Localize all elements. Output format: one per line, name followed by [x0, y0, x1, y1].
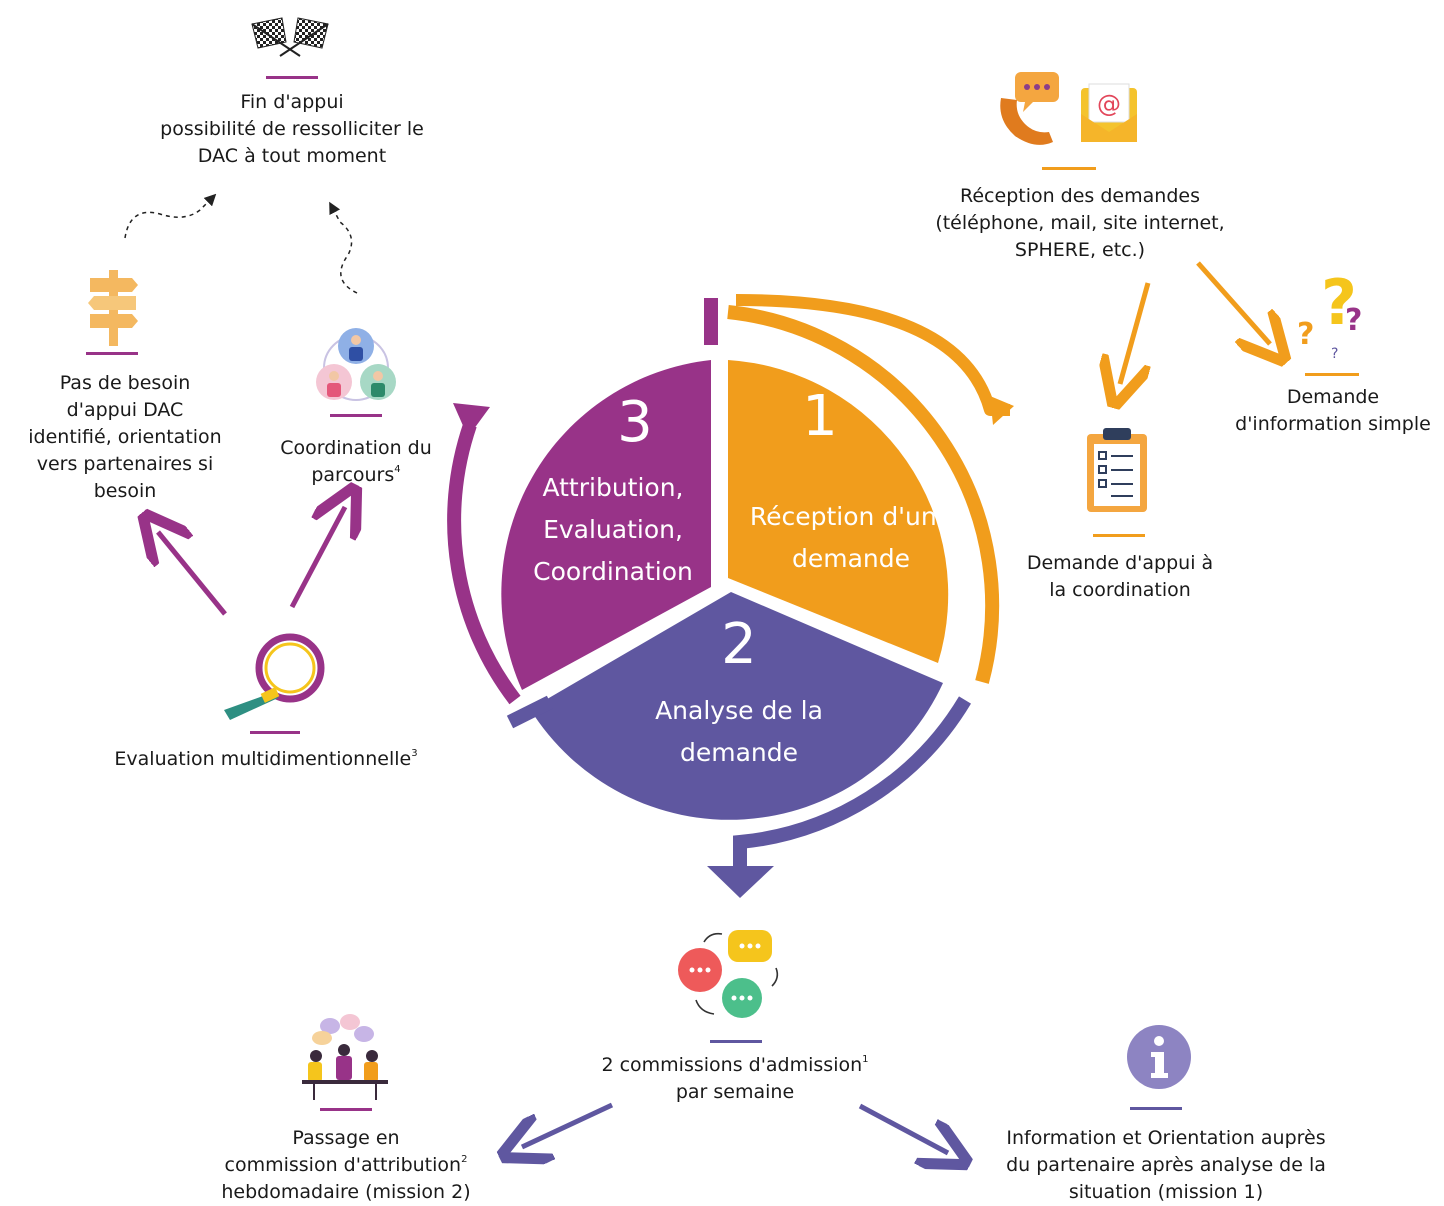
evaluation-underline	[250, 731, 300, 734]
svg-text:?: ?	[1331, 346, 1338, 362]
evaluation-label: Evaluation multidimentionnelle3	[114, 748, 418, 770]
checkered-flags-icon	[251, 17, 329, 57]
commissions-underline	[710, 1040, 762, 1043]
stage-3-number: 3	[617, 390, 653, 455]
reception-underline	[1042, 167, 1096, 170]
stage-1-number: 1	[802, 384, 838, 449]
attribution-label: Passage en commission d'attribution2 heb…	[221, 1127, 471, 1203]
stage-3-title: Attribution, Evaluation, Coordination	[533, 473, 693, 586]
orientation-underline	[1130, 1107, 1182, 1110]
no-need-label: Pas de besoin d'appui DAC identifié, ori…	[28, 372, 222, 502]
coord-request-underline	[1093, 534, 1145, 537]
commissions-label: 2 commissions d'admission1 par semaine	[601, 1054, 869, 1103]
meeting-people-icon	[302, 1014, 388, 1100]
dashed-arrow-left	[124, 193, 217, 239]
coordination-underline	[330, 414, 382, 417]
stage-2-outer-arc	[733, 696, 972, 872]
stage-1-title: Réception d'une demande	[749, 502, 953, 573]
stage-2-segment	[530, 592, 943, 820]
no-need-underline	[86, 352, 138, 355]
attribution-underline	[320, 1108, 372, 1111]
info-icon	[1127, 1025, 1191, 1089]
end-underline	[266, 76, 318, 79]
stage-3-segment	[501, 360, 711, 690]
question-marks-icon: ? ? ? ?	[1297, 272, 1362, 362]
phone-mail-icon: @	[1000, 72, 1137, 145]
coordination-label: Coordination du parcours4	[280, 437, 432, 486]
clipboard-checklist-icon	[1087, 428, 1147, 512]
magnifier-icon	[224, 633, 325, 720]
stage-2-arrowhead	[707, 866, 774, 898]
signpost-icon	[88, 270, 138, 346]
svg-text:?: ?	[1297, 317, 1314, 352]
stage-2-title: Analyse de la demande	[655, 696, 823, 767]
coord-request-label: Demande d'appui à la coordination	[1026, 552, 1214, 601]
stage-3-arrowhead	[453, 403, 490, 437]
svg-text:@: @	[1097, 90, 1121, 118]
stage-1-outer-arc	[727, 305, 1000, 684]
stage-1-arc	[735, 294, 1010, 416]
end-label: Fin d'appui possibilité de ressolliciter…	[160, 91, 424, 167]
svg-text:?: ?	[1321, 272, 1357, 339]
stage-1-segment	[728, 360, 949, 663]
stage-2-number: 2	[721, 612, 757, 677]
dashed-arrow-right	[329, 201, 358, 294]
stage-3-outer-arc	[447, 422, 521, 705]
info-request-underline	[1305, 373, 1359, 376]
info-request-label: Demande d'information simple	[1235, 386, 1431, 435]
svg-text:?: ?	[1345, 303, 1362, 338]
chat-bubbles-icon	[678, 930, 779, 1018]
reception-label: Réception des demandes (téléphone, mail,…	[935, 185, 1225, 261]
orientation-label: Information et Orientation auprès du par…	[1006, 1127, 1326, 1203]
team-circle-icon	[316, 328, 396, 401]
